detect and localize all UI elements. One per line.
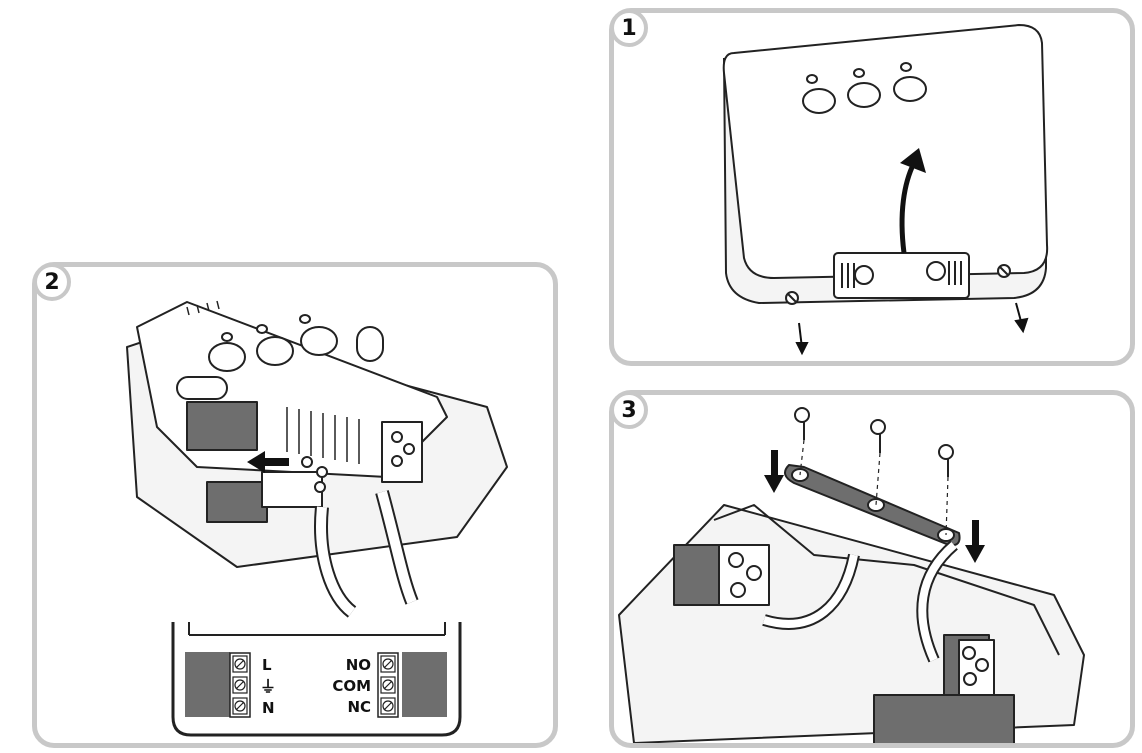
label-NC: NC xyxy=(347,698,371,716)
cover-button-1 xyxy=(802,88,836,114)
oval-slot-right xyxy=(356,326,384,362)
terminal-block-left xyxy=(206,481,268,523)
screw-1 xyxy=(794,407,810,440)
step-2-badge: 2 xyxy=(33,263,71,301)
label-COM: COM xyxy=(332,677,371,695)
wiring-diagram xyxy=(171,622,462,737)
step-3-illustration xyxy=(618,407,1085,743)
left-terminal-gray xyxy=(185,652,230,717)
step-3-panel xyxy=(609,390,1135,748)
screw-right xyxy=(997,264,1011,278)
cover-button-2 xyxy=(847,82,881,108)
step-1-badge: 1 xyxy=(610,9,648,47)
step-2-panel: L ⏚ N NO COM NC xyxy=(32,262,558,748)
button-1 xyxy=(208,342,246,372)
step-3-badge: 3 xyxy=(610,391,648,429)
screw-2 xyxy=(870,419,886,453)
label-NO: NO xyxy=(346,656,371,674)
screw-left xyxy=(785,291,799,305)
button-3 xyxy=(300,326,338,356)
label-N: N xyxy=(262,699,275,717)
press-arrows xyxy=(764,450,985,563)
down-arrows xyxy=(795,302,1029,356)
oval-slot-left xyxy=(176,376,228,400)
connector-plug xyxy=(261,471,323,508)
cover-button-3 xyxy=(893,76,927,102)
label-earth: ⏚ xyxy=(260,677,276,696)
screw-3 xyxy=(938,444,954,477)
label-block xyxy=(186,401,258,451)
button-2 xyxy=(256,336,294,366)
cover-top xyxy=(722,24,1049,279)
terminal-block-right xyxy=(381,421,423,483)
step-1-panel xyxy=(609,8,1135,366)
label-L: L xyxy=(262,656,272,674)
step-2-illustration: L ⏚ N NO COM NC xyxy=(126,300,508,737)
gray-block-bottom xyxy=(873,694,1015,743)
right-terminal-gray xyxy=(402,652,447,717)
comb-pins xyxy=(186,300,360,464)
lift-arrow xyxy=(899,161,917,254)
left-arrow xyxy=(247,451,289,473)
step-1-illustration xyxy=(722,24,1049,356)
